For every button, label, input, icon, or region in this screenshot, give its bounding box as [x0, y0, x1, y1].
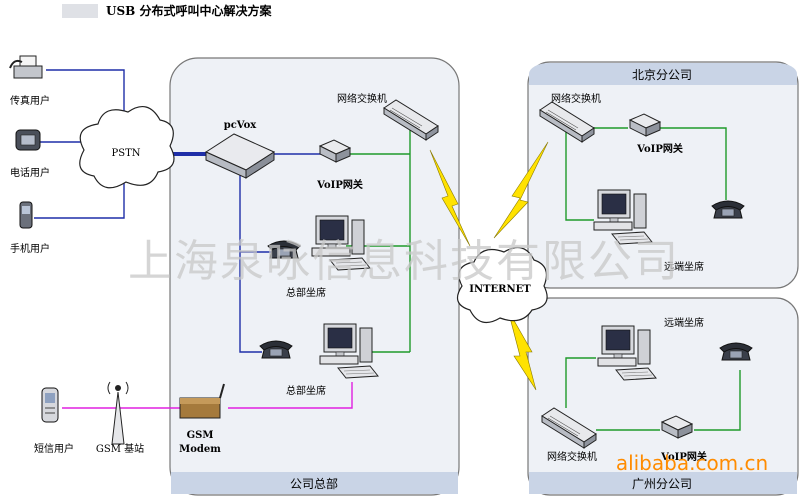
lightning-hq-internet [429, 149, 471, 247]
watermark-site: alibaba.com.cn [616, 451, 768, 475]
title-logo-placeholder [62, 4, 98, 18]
hq-seat-2-label: 总部坐席 [286, 384, 326, 397]
desk-phone-icon [15, 129, 41, 151]
watermark-company: 上海泉咏信息科技有限公司 [128, 236, 680, 287]
beijing-voip: VoIP网关 [629, 113, 683, 155]
hq-seat-2-phone-icon [259, 340, 293, 359]
hq-switch-label: 网络交换机 [337, 92, 387, 105]
gsm-modem-label-1: GSM [187, 430, 214, 441]
gsm-modem: GSM Modem [179, 383, 225, 455]
beijing-region-label: 北京分公司 [632, 68, 692, 82]
hq-seat-1-label: 总部坐席 [286, 286, 326, 299]
mobile-device: 手机用户 [10, 201, 50, 255]
page-title: USB 分布式呼叫中心解决方案 [106, 3, 272, 18]
beijing-region: 北京分公司 [527, 61, 799, 289]
hq-voip-label: VoIP网关 [316, 178, 363, 191]
lightning-beijing-internet [493, 141, 549, 239]
guangzhou-switch: 网络交换机 [541, 407, 597, 463]
internet-cloud: INTERNET [456, 246, 548, 324]
gsm-modem-icon [179, 383, 225, 419]
pcvox-box-icon [204, 133, 276, 179]
beijing-switch-label: 网络交换机 [551, 92, 601, 105]
pstn-label: PSTN [112, 148, 141, 159]
sms-phone-icon [41, 387, 59, 423]
phone-device: 电话用户 [10, 129, 50, 179]
mobile-phone-icon [19, 201, 33, 229]
cell-tower-icon [107, 381, 129, 445]
gsm-modem-label-2: Modem [179, 444, 221, 455]
beijing-seat: 远端坐席 [593, 189, 745, 273]
beijing-seat-label: 远端坐席 [664, 260, 704, 273]
lightning-bolts [429, 141, 549, 391]
fax-icon [9, 55, 43, 79]
beijing-voip-label: VoIP网关 [636, 142, 683, 155]
fax-label: 传真用户 [10, 94, 50, 107]
pstn-cloud: PSTN [79, 105, 175, 189]
hq-seat-1: 总部坐席 [267, 215, 371, 299]
beijing-switch: 网络交换机 [539, 92, 601, 143]
guangzhou-seat-phone-icon [719, 342, 753, 361]
pstn-links [34, 69, 322, 353]
guangzhou-switch-label: 网络交换机 [547, 450, 597, 463]
phone-user-label: 电话用户 [10, 166, 50, 179]
sms-user-label: 短信用户 [34, 442, 74, 455]
hq-switch: 网络交换机 [337, 92, 439, 141]
guangzhou-region-label: 广州分公司 [632, 477, 692, 491]
hq-seat-2: 总部坐席 [259, 323, 379, 397]
guangzhou-voip: VoIP网关 [660, 415, 707, 463]
sms-device: 短信用户 [34, 387, 74, 455]
mobile-user-label: 手机用户 [10, 242, 50, 255]
fax-device: 传真用户 [9, 55, 50, 107]
beijing-seat-phone-icon [711, 200, 745, 219]
hq-region-label: 公司总部 [290, 476, 338, 491]
pcvox-device: pcVox [204, 120, 276, 179]
guangzhou-seat: 远端坐席 [597, 316, 753, 381]
guangzhou-voip-label: VoIP网关 [660, 450, 707, 463]
pcvox-label: pcVox [224, 120, 258, 131]
gsm-links [62, 382, 353, 409]
internet-label: INTERNET [469, 284, 531, 295]
guangzhou-seat-label: 远端坐席 [664, 316, 704, 329]
lightning-guangzhou-internet [507, 309, 537, 391]
hq-voip: VoIP网关 [316, 139, 363, 191]
gsm-station: GSM 基站 [96, 381, 144, 455]
gsm-station-label: GSM 基站 [96, 442, 144, 455]
